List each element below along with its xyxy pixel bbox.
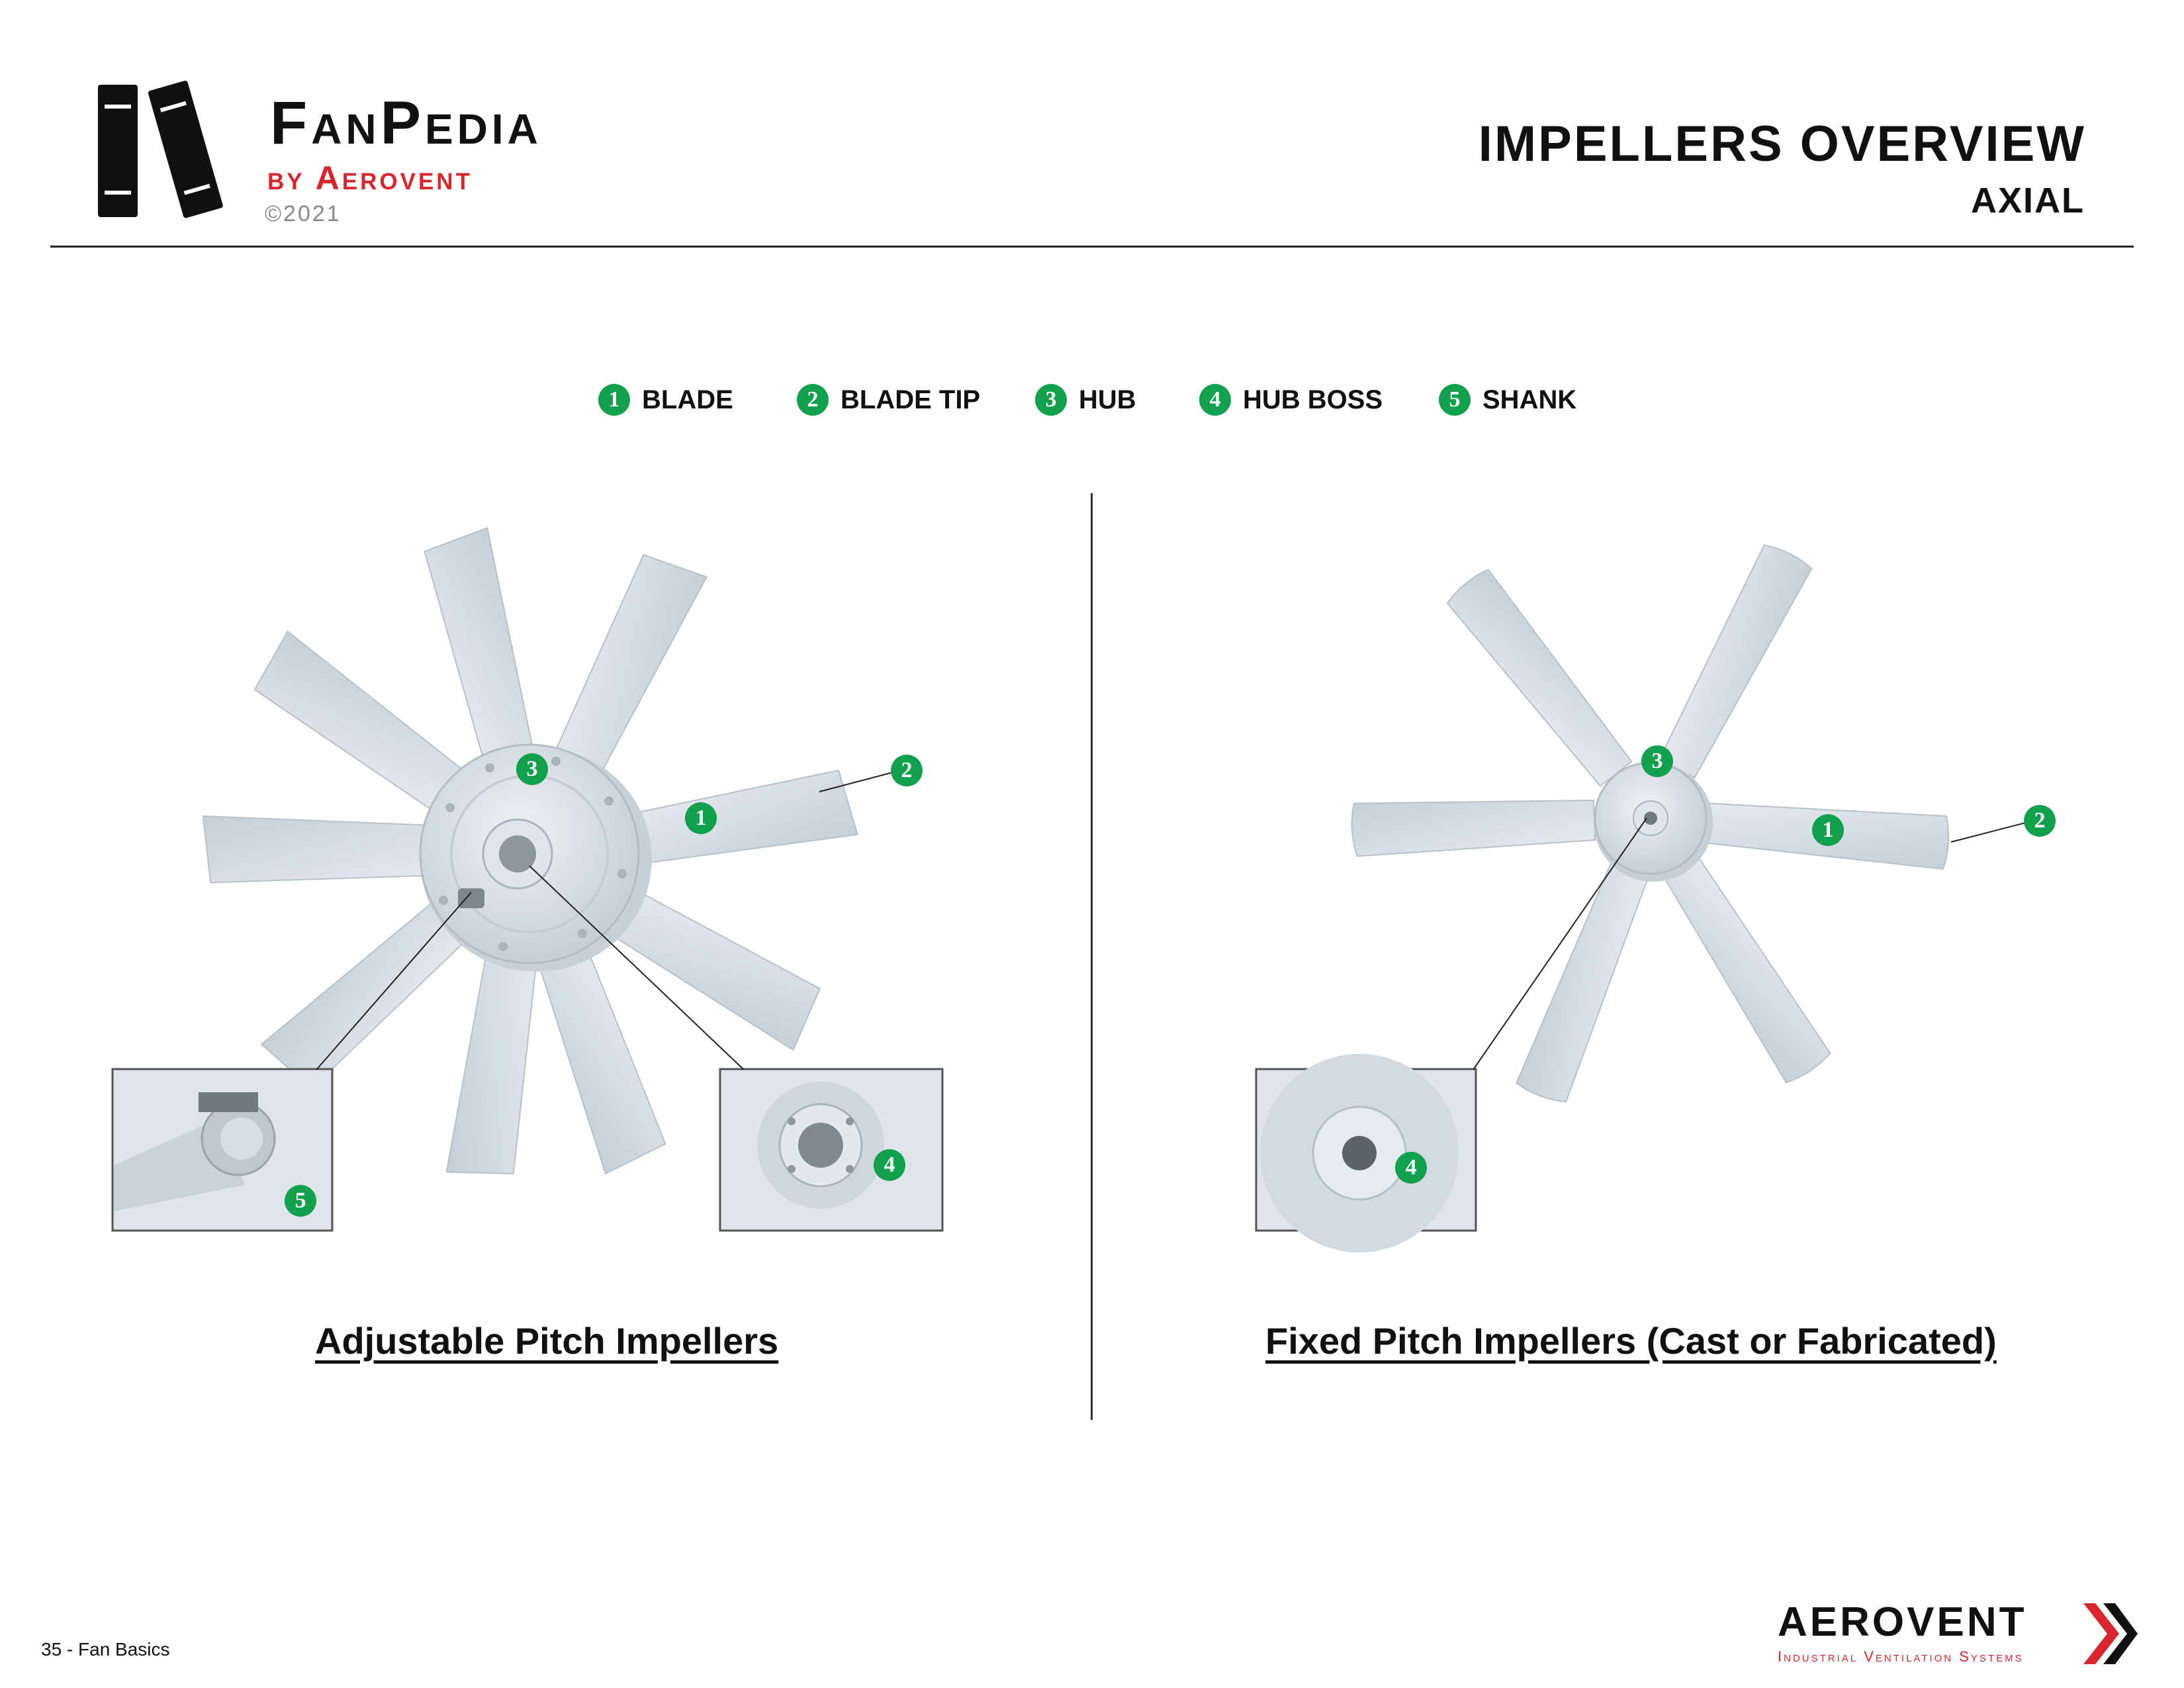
legend-badge: 1 [598, 384, 630, 416]
fixed-impeller [1350, 540, 1952, 1107]
callout-badge-hub-boss: 4 [1395, 1152, 1427, 1184]
panel-divider [1091, 493, 1093, 1420]
inset-hub-boss-left [719, 1068, 944, 1232]
callout-badge-hub: 3 [1641, 745, 1673, 777]
caption-fixed-pitch: Fixed Pitch Impellers (Cast or Fabricate… [1265, 1320, 1997, 1362]
legend-label: HUB [1079, 385, 1136, 414]
callout-badge-hub: 3 [516, 753, 548, 785]
callout-badge-blade-tip: 2 [2024, 805, 2056, 837]
legend-label: HUB BOSS [1243, 385, 1383, 414]
legend-item-blade: 1 BLADE [598, 384, 733, 416]
inset-shank [111, 1068, 334, 1232]
footer-tagline: Industrial Ventilation Systems [1778, 1648, 2024, 1665]
callout-badge-blade: 1 [1812, 814, 1844, 846]
legend-item-blade-tip: 2 BLADE TIP [797, 384, 980, 416]
legend-badge: 4 [1199, 384, 1231, 416]
callout-badge-blade-tip: 2 [891, 755, 923, 786]
callout-badge-shank: 5 [285, 1185, 316, 1217]
double-chevron-icon [2083, 1603, 2138, 1664]
callout-badge-blade: 1 [685, 802, 717, 834]
logo-title: FanPedia [270, 89, 542, 157]
callout-badge-hub-boss: 4 [874, 1149, 905, 1181]
logo-byline: by Aerovent [267, 160, 473, 197]
legend-label: SHANK [1482, 385, 1577, 414]
legend-badge: 3 [1035, 384, 1067, 416]
page-title: IMPELLERS OVERVIEW [1478, 116, 2086, 172]
books-icon [98, 80, 223, 218]
legend-item-hub-boss: 4 HUB BOSS [1199, 384, 1383, 416]
legend-badge: 5 [1439, 384, 1471, 416]
caption-adjustable-pitch: Adjustable Pitch Impellers [315, 1320, 779, 1362]
logo-copyright: ©2021 [265, 201, 341, 226]
legend-label: BLADE TIP [841, 385, 981, 414]
inset-hub-boss-right [1255, 1054, 1477, 1252]
legend-item-shank: 5 SHANK [1439, 384, 1576, 416]
adjustable-impeller [200, 527, 858, 1184]
legend-item-hub: 3 HUB [1035, 384, 1136, 416]
legend: 1 BLADE 2 BLADE TIP 3 HUB 4 HUB BOSS 5 S… [0, 384, 2184, 424]
legend-label: BLADE [642, 385, 733, 414]
header-divider [50, 246, 2134, 248]
legend-badge: 2 [797, 384, 829, 416]
footer-brand: AEROVENT [1778, 1599, 2027, 1645]
page-subtitle: AXIAL [1971, 181, 2085, 220]
page-label: 35 - Fan Basics [41, 1639, 170, 1660]
